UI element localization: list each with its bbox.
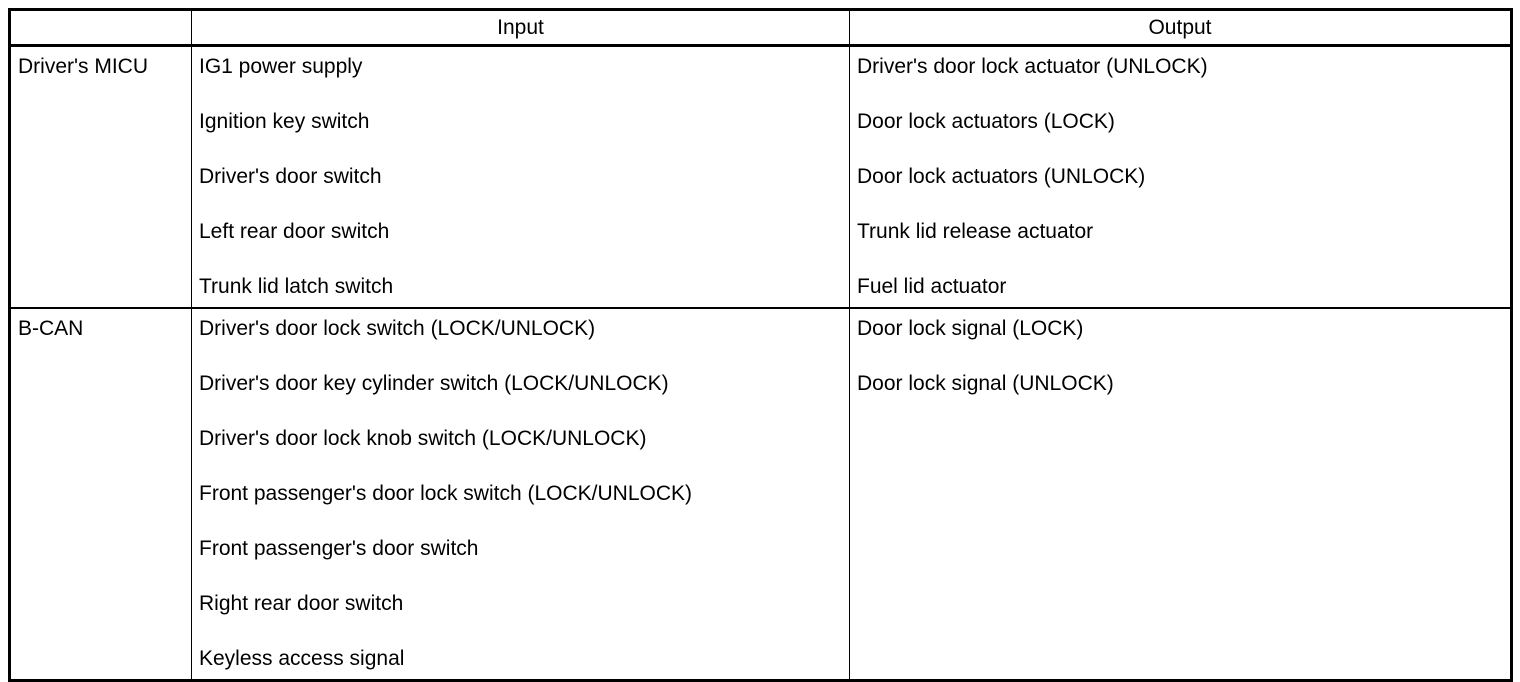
output-entry-list: Driver's door lock actuator (UNLOCK) Doo… <box>857 56 1510 297</box>
list-item: Front passenger's door switch <box>199 537 479 560</box>
list-item: Left rear door switch <box>199 220 390 243</box>
cell-system-name: B-CAN <box>9 307 192 681</box>
column-header-input: Input <box>191 9 850 47</box>
list-item: Front passenger's door lock switch (LOCK… <box>199 482 693 505</box>
table-row: Driver's MICU IG1 power supply Ignition … <box>9 45 1512 309</box>
table-header: Input Output <box>9 9 1512 47</box>
list-item: Driver's door lock actuator (UNLOCK) <box>857 55 1208 78</box>
cell-input-list: IG1 power supply Ignition key switch Dri… <box>191 45 850 309</box>
cell-system-name: Driver's MICU <box>9 45 192 309</box>
list-item: Fuel lid actuator <box>857 275 1007 298</box>
cell-input-list: Driver's door lock switch (LOCK/UNLOCK) … <box>191 307 850 681</box>
list-item: Door lock actuators (LOCK) <box>857 110 1115 133</box>
input-entry-list: IG1 power supply Ignition key switch Dri… <box>199 56 849 297</box>
column-header-system <box>9 9 192 47</box>
list-item: Door lock actuators (UNLOCK) <box>857 165 1146 188</box>
input-entry-list: Driver's door lock switch (LOCK/UNLOCK) … <box>199 318 849 669</box>
list-item: Keyless access signal <box>199 647 405 670</box>
column-header-output: Output <box>849 9 1512 47</box>
system-label: Driver's MICU <box>18 55 148 78</box>
table-body: Driver's MICU IG1 power supply Ignition … <box>9 45 1512 681</box>
list-item: IG1 power supply <box>199 55 363 78</box>
header-row: Input Output <box>9 9 1512 47</box>
list-item: Door lock signal (LOCK) <box>857 317 1084 340</box>
list-item: Driver's door key cylinder switch (LOCK/… <box>199 372 669 395</box>
cell-output-list: Door lock signal (LOCK) Door lock signal… <box>849 307 1512 681</box>
output-entry-list: Door lock signal (LOCK) Door lock signal… <box>857 318 1510 394</box>
list-item: Trunk lid release actuator <box>857 220 1094 243</box>
input-output-table: Input Output Driver's MICU IG1 power sup… <box>8 8 1513 682</box>
list-item: Right rear door switch <box>199 592 404 615</box>
list-item: Driver's door lock switch (LOCK/UNLOCK) <box>199 317 596 340</box>
list-item: Trunk lid latch switch <box>199 275 394 298</box>
list-item: Door lock signal (UNLOCK) <box>857 372 1114 395</box>
list-item: Driver's door lock knob switch (LOCK/UNL… <box>199 427 647 450</box>
cell-output-list: Driver's door lock actuator (UNLOCK) Doo… <box>849 45 1512 309</box>
table-row: B-CAN Driver's door lock switch (LOCK/UN… <box>9 307 1512 681</box>
list-item: Ignition key switch <box>199 110 370 133</box>
list-item: Driver's door switch <box>199 165 382 188</box>
system-label: B-CAN <box>18 317 84 340</box>
